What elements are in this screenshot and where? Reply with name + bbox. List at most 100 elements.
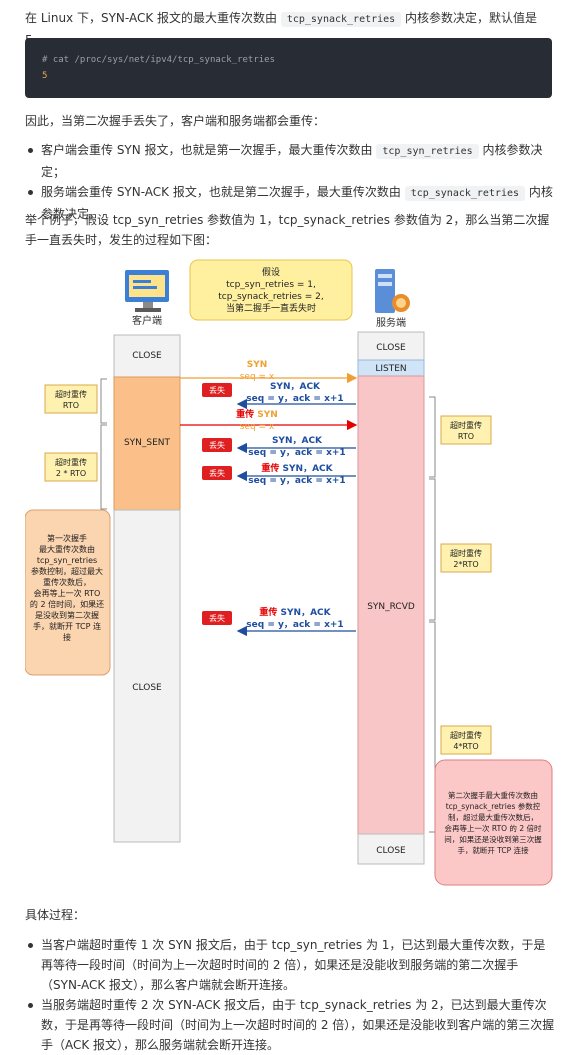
client-timeout-bracket — [100, 378, 107, 424]
client-note-line: 参数控制，超过最大 — [31, 566, 103, 576]
lost-badge — [202, 438, 232, 452]
client-state-close — [113, 334, 181, 378]
server-note-line: 间，如果还是没收到第三次握 — [444, 834, 542, 844]
client-note-line: 的 2 倍时间，如果还 — [30, 599, 104, 609]
server-state-close — [357, 331, 425, 361]
server-state-label: LISTEN — [375, 364, 406, 374]
bullet-list-process: 当客户端超时重传 1 次 SYN 报文后，由于 tcp_syn_retries … — [25, 935, 555, 1055]
list-item: 客户端会重传 SYN 报文，也就是第一次握手，最大重传次数由 tcp_syn_r… — [25, 140, 555, 182]
server-note — [434, 759, 553, 886]
client-note-line: 第一次握手 — [47, 533, 87, 543]
list-item: 服务端会重传 SYN-ACK 报文，也就是第二次握手，最大重传次数由 tcp_s… — [25, 182, 555, 224]
server-note-line: 手，就断开 TCP 连接 — [457, 845, 529, 855]
handshake-diagram-svg: 客户端 服务端 假设 tcp_syn_retries = 1, tcp_syna… — [25, 259, 553, 886]
intro-paragraph: 在 Linux 下，SYN-ACK 报文的最大重传次数由 tcp_synack_… — [25, 8, 555, 50]
server-timeout-box — [440, 725, 492, 755]
bullet-list-retransmit: 客户端会重传 SYN 报文，也就是第一次握手，最大重传次数由 tcp_syn_r… — [25, 140, 555, 224]
synack-title: SYN，ACK — [270, 382, 321, 392]
client-note-line: 会再等上一次 RTO — [34, 588, 101, 598]
timeout-value: RTO — [63, 401, 79, 410]
code-output: 5 — [42, 71, 48, 81]
client-note-line: 重传次数后， — [43, 577, 91, 587]
server-timeout-bracket — [429, 621, 436, 833]
server-state-syn-rcvd — [357, 375, 425, 835]
paragraph-retransmit-intro: 因此，当第二次握手丢失了，客户端和服务端都会重传： — [25, 114, 326, 128]
synack-title: SYN，ACK — [272, 436, 323, 446]
timeout-label: 超时重传 — [55, 389, 87, 399]
inline-code-synack-retries: tcp_synack_retries — [404, 186, 526, 201]
client-note-line: 是没收到第二次握 — [35, 610, 99, 620]
assumption-line: tcp_synack_retries = 2, — [218, 292, 323, 302]
lost-badge-label: 丢失 — [209, 440, 225, 450]
list-item: 当服务端超时重传 2 次 SYN-ACK 报文后，由于 tcp_synack_r… — [25, 995, 555, 1055]
timeout-label: 超时重传 — [55, 457, 87, 467]
assumption-line: 当第二握手一直丢失时 — [226, 302, 316, 314]
syn-seq: seq = x — [240, 372, 275, 382]
synack-seq: seq = y，ack = x+1 — [248, 448, 345, 458]
server-label: 服务端 — [376, 316, 406, 329]
assumption-line: tcp_syn_retries = 1, — [226, 280, 316, 290]
timeout-value: 2 * RTO — [56, 469, 86, 478]
lost-badge — [202, 383, 232, 397]
client-state-syn-sent — [113, 376, 181, 511]
client-state-label: CLOSE — [132, 351, 162, 361]
timeout-label: 超时重传 — [450, 548, 482, 558]
server-state-label: CLOSE — [376, 846, 406, 856]
server-state-label: CLOSE — [376, 343, 406, 353]
server-note-line: 会再等上一次 RTO 的 2 倍时 — [445, 823, 542, 833]
inline-code-syn-retries: tcp_syn_retries — [376, 144, 479, 159]
bullet-text: 内核参数决定。 — [41, 185, 553, 221]
client-timeout-box — [44, 384, 98, 414]
client-note-line: 最大重传次数由 — [39, 544, 95, 554]
handshake-diagram: 客户端 服务端 假设 tcp_syn_retries = 1, tcp_syna… — [25, 255, 555, 895]
resend-syn-title: 重传 SYN — [236, 408, 278, 420]
server-icon — [375, 269, 410, 313]
lost-badge — [202, 466, 232, 480]
client-state-label: CLOSE — [132, 683, 162, 693]
lost-badge-label: 丢失 — [209, 613, 225, 623]
bullet-text: 内核参数决定； — [41, 143, 543, 179]
timeout-value: 4*RTO — [453, 742, 478, 751]
timeout-label: 超时重传 — [450, 420, 482, 430]
resend-synack-title: 重传 SYN，ACK — [259, 606, 331, 618]
timeout-label: 超时重传 — [450, 730, 482, 740]
lost-badge-label: 丢失 — [209, 385, 225, 395]
client-state-close-end — [113, 509, 181, 843]
list-item: 当客户端超时重传 1 次 SYN 报文后，由于 tcp_syn_retries … — [25, 935, 555, 995]
code-command: # cat /proc/sys/net/ipv4/tcp_synack_retr… — [42, 55, 275, 65]
assumption-line: 假设 — [262, 267, 280, 278]
server-note-line: 第二次握手最大重传次数由 — [448, 790, 538, 800]
server-note-line: 制，超过最大重传次数后， — [448, 812, 538, 822]
client-state-label: SYN_SENT — [124, 438, 171, 448]
client-timeout-box — [44, 452, 98, 482]
lost-badge — [202, 611, 232, 625]
server-timeout-bracket — [429, 478, 436, 621]
client-note-line: 接 — [63, 632, 71, 642]
timeout-value: 2*RTO — [453, 560, 478, 569]
synack-seq: seq = y，ack = x+1 — [246, 394, 343, 404]
inline-code-synack-retries: tcp_synack_retries — [280, 12, 402, 27]
server-note-line: tcp_synack_retries 参数控 — [446, 801, 541, 811]
bullet-text: 服务端会重传 SYN-ACK 报文，也就是第二次握手，最大重传次数由 — [41, 185, 405, 199]
bullet-text: 客户端会重传 SYN 报文，也就是第一次握手，最大重传次数由 — [41, 143, 377, 157]
client-note — [25, 509, 111, 676]
paragraph-process: 具体过程： — [25, 908, 86, 922]
assumption-box — [189, 259, 353, 321]
client-computer-icon — [125, 270, 169, 312]
client-label: 客户端 — [132, 314, 162, 327]
client-timeout-bracket — [100, 424, 107, 510]
resend-synack-title: 重传 SYN，ACK — [261, 462, 333, 474]
client-note-line: tcp_syn_retries — [37, 556, 97, 565]
server-timeout-bracket — [429, 396, 436, 478]
code-block: # cat /proc/sys/net/ipv4/tcp_synack_retr… — [25, 38, 552, 98]
timeout-value: RTO — [458, 432, 474, 441]
server-timeout-box — [440, 543, 492, 573]
synack-seq: seq = y，ack = x+1 — [246, 620, 343, 630]
synack-seq: seq = y，ack = x+1 — [248, 476, 345, 486]
server-timeout-box — [440, 415, 492, 445]
paragraph-example: 举个例子，假设 tcp_syn_retries 参数值为 1，tcp_synac… — [25, 213, 550, 247]
resend-syn-seq: seq = x — [240, 422, 275, 432]
client-note-line: 手，就断开 TCP 连 — [33, 621, 101, 631]
lost-badge-label: 丢失 — [209, 468, 225, 478]
intro-text-before: 在 Linux 下，SYN-ACK 报文的最大重传次数由 — [25, 11, 281, 25]
